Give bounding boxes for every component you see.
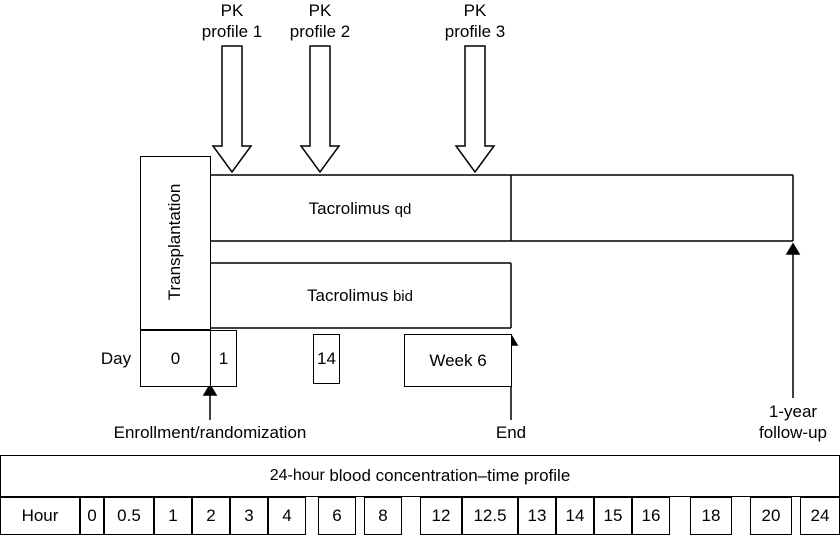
enrollment-arrow [202, 383, 218, 420]
pk-profile-3-subtitle: profile 3 [444, 22, 506, 41]
followup-label: 1-year follow-up [740, 401, 840, 443]
hour-cell: 12 [420, 497, 462, 535]
bid-regimen: bid [392, 288, 413, 305]
hour-cell: 1 [154, 497, 192, 535]
day-0-text: 0 [170, 348, 181, 368]
hour-cell: 14 [556, 497, 594, 535]
hour-cell: 4 [268, 497, 306, 535]
week-6-box: Week 6 [404, 334, 512, 387]
hour-cell: 12.5 [462, 497, 518, 535]
profile-title-main: blood concentration–time profile [329, 466, 571, 485]
pk-profile-2-subtitle: profile 2 [289, 22, 351, 41]
pk-profile-3-title: PK [463, 1, 487, 20]
enrollment-label: Enrollment/randomization [113, 423, 307, 442]
pk-arrow-1 [211, 45, 253, 174]
hour-cell: 0 [80, 497, 104, 535]
qd-arm-lines [210, 174, 794, 242]
day-label: Day [100, 349, 132, 368]
profile-title-prefix: 24-hour [269, 467, 325, 484]
day-14-text: 14 [317, 349, 336, 368]
hour-cell: 8 [364, 497, 402, 535]
hour-cell: 16 [632, 497, 670, 535]
bid-arm-label: Tacrolimus bid [270, 286, 450, 306]
hour-cell: 2 [192, 497, 230, 535]
hour-cell: 20 [750, 497, 792, 535]
pk-profile-3-label: PK profile 3 [430, 0, 520, 42]
pk-profile-1-title: PK [220, 1, 244, 20]
week-6-text: Week 6 [429, 350, 487, 370]
qd-arm-label: Tacrolimus qd [270, 199, 450, 219]
day-1-text: 1 [218, 348, 229, 368]
transplantation-label: Transplantation [165, 183, 184, 301]
bid-arm-lines [210, 262, 512, 329]
pk-arrow-3 [454, 45, 496, 174]
hour-cell: 3 [230, 497, 268, 535]
pk-profile-1-label: PK profile 1 [187, 0, 277, 42]
qd-drug: Tacrolimus [308, 199, 390, 218]
pk-profile-2-label: PK profile 2 [275, 0, 365, 42]
followup-line-2: follow-up [758, 423, 828, 442]
followup-line-1: 1-year [768, 402, 818, 421]
hour-cell: 6 [318, 497, 356, 535]
followup-arrow [785, 242, 801, 398]
hour-row-label: Hour [0, 497, 80, 535]
bid-drug: Tacrolimus [306, 286, 389, 305]
qd-regimen: qd [394, 201, 412, 218]
day-0-box: 0 [140, 330, 211, 387]
pk-profile-1-subtitle: profile 1 [201, 22, 263, 41]
pk-profile-2-title: PK [308, 1, 332, 20]
transplantation-box [140, 156, 211, 330]
hour-cell: 15 [594, 497, 632, 535]
hour-cell: 0.5 [104, 497, 154, 535]
hour-cell: 13 [518, 497, 556, 535]
pk-arrow-2 [299, 45, 341, 174]
profile-table-title: 24-hour blood concentration–time profile [0, 455, 840, 497]
day-1-box: 1 [210, 330, 237, 387]
day-14-box: 14 [313, 334, 340, 384]
hour-cell: 24 [800, 497, 840, 535]
hour-cell: 18 [690, 497, 732, 535]
end-label: End [495, 423, 527, 442]
